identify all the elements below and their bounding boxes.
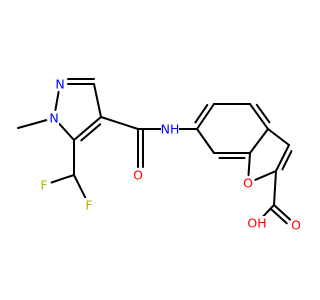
bond-c-n	[65, 131, 75, 141]
bond-c-c-double	[281, 150, 293, 171]
atom-label-background	[133, 168, 143, 182]
atom-label-background	[161, 122, 179, 136]
atom-label-o: O	[291, 218, 300, 233]
atom-label-n: NH	[161, 122, 180, 137]
molecule-structure-diagram: N N F F O NH O O OH	[17, 77, 300, 233]
bond-c-n	[17, 123, 34, 129]
bond-c-c	[273, 170, 277, 206]
bond-c-n	[58, 122, 68, 133]
bond-c-o	[267, 204, 275, 213]
atom-label-n: N	[49, 111, 58, 126]
bond-c-c-double	[194, 103, 209, 124]
atom-label-o: OH	[247, 216, 266, 231]
atom-label-background	[84, 198, 94, 212]
atom-label-background	[39, 178, 49, 192]
bond-c-c	[196, 103, 215, 130]
bond-c-f	[50, 177, 64, 184]
atom-label-o: O	[243, 176, 253, 191]
atom-label-background	[291, 218, 300, 232]
bond-o-c	[254, 174, 267, 181]
bond-c-f	[73, 174, 81, 188]
atom-label-f: F	[85, 198, 92, 213]
atom-label-layer: N N F F O NH O O OH	[39, 77, 300, 233]
bond-c-o-double	[269, 207, 280, 217]
atom-label-background	[55, 77, 65, 91]
atom-label-background	[243, 176, 253, 190]
bond-o-c	[264, 170, 277, 177]
atom-label-background	[248, 216, 266, 230]
atom-label-n: N	[55, 77, 64, 92]
bond-c-c	[93, 83, 102, 118]
bond-c-c	[196, 128, 215, 154]
bond-c-c	[267, 128, 290, 146]
bond-layer	[17, 78, 293, 225]
bond-c-c-double	[80, 123, 102, 142]
bond-c-c	[100, 116, 139, 130]
bond-c-o	[248, 152, 251, 165]
atom-label-o: O	[133, 168, 143, 183]
bond-c-f	[78, 185, 87, 199]
bond-c-c	[73, 116, 102, 141]
bond-c-c	[275, 144, 290, 172]
bond-c-c	[249, 103, 269, 130]
bond-c-o	[273, 204, 283, 214]
atom-label-background	[49, 111, 59, 125]
bond-c-o-double	[277, 215, 288, 225]
bond-c-n	[31, 119, 48, 126]
bond-c-f	[61, 174, 75, 180]
bond-c-o	[281, 211, 292, 221]
bond-c-o	[247, 163, 251, 176]
bond-n-n	[54, 90, 60, 112]
bond-c-c-double	[255, 103, 271, 124]
bond-c-c	[249, 128, 269, 154]
atom-label-f: F	[40, 178, 47, 193]
